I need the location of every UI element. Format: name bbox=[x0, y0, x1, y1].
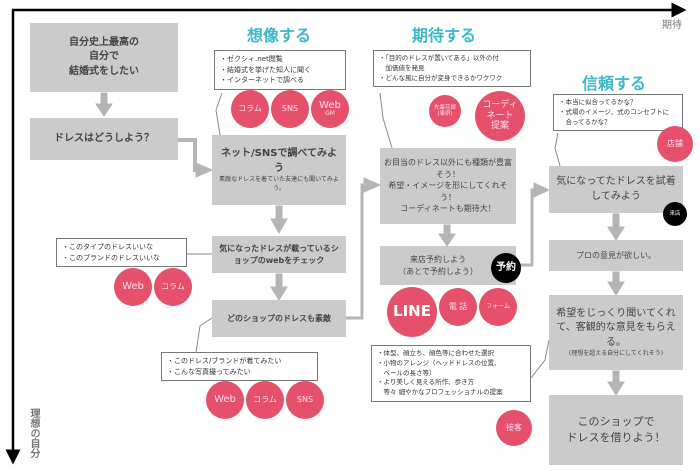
arrow-b7-b8 bbox=[520, 182, 551, 267]
note-line: ・小物のアレンジ（ヘッドドレスの位置、 bbox=[377, 358, 501, 367]
note-professional-proposal: ・体型、顔立ち、顔色等に合わせた選択・小物のアレンジ（ヘッドドレスの位置、 ベー… bbox=[371, 345, 531, 402]
channel-sublabel: GM bbox=[325, 110, 335, 118]
channel-sns: SNS bbox=[271, 90, 309, 128]
phase-trust: 信頼する bbox=[582, 74, 647, 93]
note-added-value: ・「目的のドレスが置いてある」以外の付 加価値を発見・どんな風に自分が変身できる… bbox=[373, 50, 531, 88]
arrow-b9-b10 bbox=[607, 271, 625, 296]
phase-expect: 期待する bbox=[412, 26, 477, 45]
step-all-shops-nice: どのショップのドレスも素敵 bbox=[212, 300, 346, 337]
note-line: ・「目的のドレスが置いてある」以外の付 bbox=[379, 54, 499, 62]
step-wedding-goal: 自分史上最高の 自分で 結婚式をしたい bbox=[30, 23, 178, 92]
step-try-on: 気になってたドレスを試着してみよう bbox=[549, 166, 683, 213]
note-line: 等々 細やかなプロフェッショナルの提案 bbox=[377, 388, 503, 396]
note-fit-concerns: ・本当に似合ってるかな？・式場のイメージ、式のコンセプトに 合ってるかな？ bbox=[553, 94, 683, 132]
arrow-b4-b5 bbox=[270, 273, 288, 301]
step-title: ネット/SNSで調べてみよう bbox=[220, 148, 338, 174]
step-search-online: ネット/SNSで調べてみよう 素敵なドレスを着ていた友達にも聞いてみよう。 bbox=[212, 135, 346, 205]
arrow-b10-b11 bbox=[607, 370, 625, 396]
step-objective-advice: 希望をじっくり聞いてくれて、客観的な意見をもらえる。 (理想を超える自分にしてく… bbox=[549, 295, 683, 370]
note-line: 合ってるかな？ bbox=[559, 117, 611, 126]
arrow-b8-b9 bbox=[607, 213, 625, 241]
note-line: ・どんな風に自分が変身できるかワクワク bbox=[379, 73, 503, 82]
visit-badge: 来店 bbox=[663, 202, 687, 226]
channel-sns: SNS bbox=[286, 381, 324, 419]
note-line: ・より美しく見える所作、歩き方 bbox=[377, 378, 475, 387]
note-line: ・このブランドのドレスいいな bbox=[62, 253, 160, 262]
channel-column: コラム bbox=[231, 90, 269, 128]
note-line: ・ゼクシィ.net閲覧 bbox=[220, 55, 283, 63]
note-line: ・式場のイメージ、式のコンセプトに bbox=[559, 107, 670, 116]
phase-imagine: 想像する bbox=[247, 26, 312, 45]
y-axis-label: 理想の自分 bbox=[28, 408, 39, 458]
arrow-b5-b6 bbox=[346, 177, 382, 320]
arrow-b6-b7 bbox=[438, 224, 456, 247]
step-rent-dress: このショップで ドレスを借りよう！ bbox=[549, 395, 683, 465]
arrow-b2-b3 bbox=[178, 138, 214, 178]
channel-line: LINE bbox=[387, 287, 437, 337]
channel-coordinate-proposal: コーディ ネート 提案 bbox=[475, 91, 525, 141]
note-imagine-research: ・ゼクシィ.net閲覧・結婚式を挙げた知人に聞く・インターネットで調べる bbox=[214, 50, 346, 90]
note-dress-type: ・このタイプのドレスいいな・このブランドのドレスいいな bbox=[56, 238, 187, 267]
note-line: ・こんな写真撮ってみたい bbox=[167, 367, 251, 376]
note-line: ベールの長さ等） bbox=[377, 368, 436, 377]
channel-web: Web bbox=[114, 268, 152, 306]
note-line: 加価値を発見 bbox=[379, 63, 425, 72]
note-want-to-try: ・このドレス/ブランドが着てみたい・こんな写真撮ってみたい bbox=[161, 352, 318, 381]
step-check-shop-web: 気になったドレスが載っているショップのwebをチェック bbox=[212, 236, 346, 273]
channel-customer-service: 接客 bbox=[496, 410, 532, 446]
x-axis-label: 期待 bbox=[662, 20, 682, 31]
note-line: ・本当に似合ってるかな？ bbox=[559, 98, 637, 106]
step-title: 希望をじっくり聞いてくれて、客観的な意見をもらえる。 bbox=[556, 307, 676, 348]
channel-form: フォーム bbox=[479, 288, 517, 326]
arrow-b1-b2 bbox=[95, 92, 113, 117]
arrow-b3-b4 bbox=[270, 205, 288, 235]
step-subtext: 素敵なドレスを着ていた友達にも聞いてみよう。 bbox=[219, 176, 339, 192]
note-line: ・結婚式を挙げた知人に聞く bbox=[220, 65, 311, 74]
step-dress-question: ドレスはどうしよう？ bbox=[30, 118, 178, 160]
step-want-pro-opinion: プロの意見が欲しい。 bbox=[549, 240, 683, 271]
step-expectations: お目当のドレス以外にも種類が豊富そう！ 希望・イメージを形にしてくれそう！ コー… bbox=[380, 148, 516, 224]
channel-column: コラム bbox=[154, 268, 192, 306]
note-line: ・このタイプのドレスいいな bbox=[62, 243, 153, 251]
channel-senior-brides: 先輩花嫁 (事例) bbox=[429, 95, 461, 127]
step-subtext: (理想を超える自分にしてくれそう) bbox=[568, 350, 664, 358]
channel-label: Web bbox=[319, 99, 341, 111]
channel-column: コラム bbox=[246, 381, 284, 419]
channel-web: Web bbox=[206, 381, 244, 419]
note-line: ・インターネットで調べる bbox=[220, 76, 304, 84]
channel-phone: 電 話 bbox=[439, 288, 477, 326]
note-line: ・体型、顔立ち、顔色等に合わせた選択 bbox=[377, 349, 494, 357]
note-line: ・このドレス/ブランドが着てみたい bbox=[167, 357, 282, 365]
channel-store: 店舗 bbox=[657, 126, 693, 162]
reserve-badge: 予約 bbox=[491, 253, 521, 283]
